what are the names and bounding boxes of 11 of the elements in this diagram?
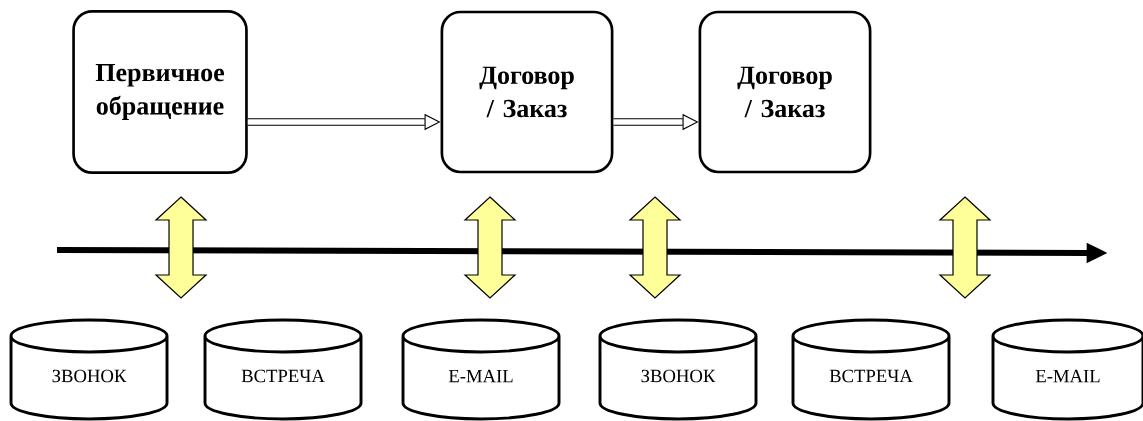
double-arrow	[463, 196, 517, 299]
process-box: Договор / Заказ	[698, 10, 872, 174]
cylinder: ВСТРЕЧА	[203, 318, 363, 421]
cylinder: ВСТРЕЧА	[791, 318, 951, 421]
process-box: Первичное обращение	[72, 10, 248, 174]
cylinder: E-MAIL	[991, 318, 1143, 421]
process-box: Договор / Заказ	[440, 10, 614, 174]
cylinder: ЗВОНОК	[9, 318, 169, 421]
double-arrow	[154, 196, 208, 299]
cylinder: E-MAIL	[401, 318, 561, 421]
cylinder: ЗВОНОК	[598, 318, 758, 421]
